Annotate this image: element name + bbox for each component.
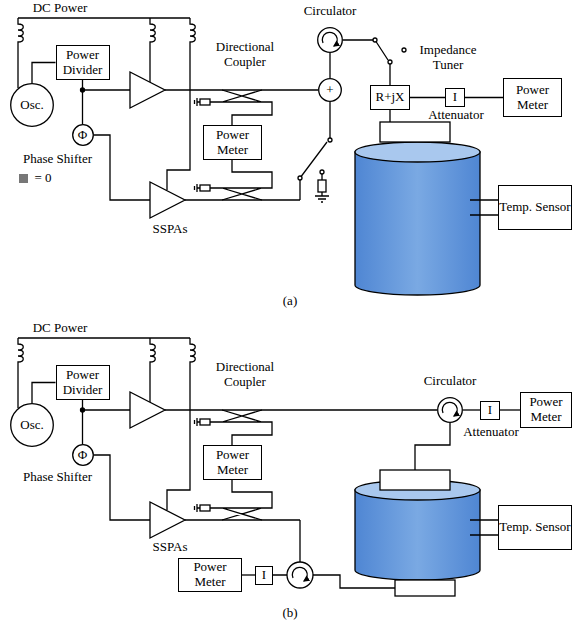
node-label: R+jX — [375, 90, 404, 105]
connector — [463, 409, 480, 410]
annotation-label: = 0 — [29, 171, 57, 186]
coupling-block — [395, 580, 455, 596]
box-node: Power Meter — [203, 125, 262, 160]
box-node: Power Meter — [203, 445, 262, 480]
switch-contact — [388, 60, 392, 64]
connector — [32, 383, 56, 404]
circle-node: Osc. — [10, 83, 54, 127]
switch-blade — [300, 142, 327, 178]
connector — [465, 97, 503, 98]
dump-resistor — [318, 180, 326, 192]
node-label: Power Divider — [57, 368, 109, 398]
dump-resistor-lead — [315, 172, 329, 202]
switch-contact — [373, 38, 377, 42]
annotation-label: DC Power — [20, 321, 100, 336]
switch-contact — [402, 48, 406, 52]
node-label: Power Meter — [204, 128, 261, 158]
connector — [500, 409, 520, 410]
box-node: R+jXImpedance Tuner — [370, 85, 410, 110]
node-label: Power Meter — [179, 560, 241, 590]
box-node: Power Meter — [178, 558, 242, 592]
node-heading: Circulator — [410, 374, 490, 389]
connector — [242, 574, 255, 575]
annotation-label: Directional Coupler — [205, 40, 285, 70]
main-line — [300, 90, 330, 200]
node-label: Power Meter — [204, 448, 261, 478]
annotation-label: Directional Coupler — [205, 360, 285, 390]
node-label: Temp. Sensor — [499, 200, 570, 215]
connector — [32, 63, 56, 84]
phase-symbol — [19, 174, 28, 183]
node-heading: Circulator — [290, 4, 370, 19]
circulator-arrow — [292, 567, 307, 581]
circulator-arrow — [442, 402, 457, 416]
node-heading: Attenuator — [424, 108, 488, 123]
node-label: Osc. — [20, 418, 43, 433]
source-chain-a — [18, 18, 300, 218]
node-label: I — [262, 568, 266, 583]
circle-node: Circulator — [437, 397, 463, 423]
connector — [410, 97, 445, 98]
circle-node: ΦPhase Shifter — [72, 444, 94, 466]
box-node: Temp. Sensor — [498, 185, 572, 230]
sensor-lead — [470, 520, 500, 535]
feed-line — [415, 423, 450, 470]
sensor-lead — [470, 200, 500, 215]
node-label: I — [488, 403, 492, 418]
node-label: + — [326, 83, 333, 98]
box-node: IAttenuator — [480, 401, 500, 420]
node-heading: Attenuator — [459, 425, 523, 440]
switch-contact — [328, 138, 332, 142]
annotation-label: (b) — [270, 606, 310, 621]
circle-outline — [317, 27, 343, 53]
circulator-symbol — [287, 562, 313, 588]
node-label: Osc. — [20, 98, 43, 113]
box-node: Power Meter — [503, 78, 562, 117]
box-node: Power Divider — [56, 45, 110, 80]
node-heading: Impedance Tuner — [413, 43, 483, 73]
node-label: Power Meter — [504, 83, 561, 113]
annotation-label: SSPAs — [140, 222, 200, 237]
circle-node: Osc. — [10, 403, 54, 447]
node-label: Power Meter — [521, 395, 571, 425]
node-label: Φ — [78, 448, 88, 463]
circle-outline — [437, 397, 463, 423]
annotation-label: DC Power — [20, 1, 100, 16]
circle-node: + — [318, 78, 342, 102]
box-node: Power Meter — [520, 392, 572, 428]
box-node: I — [255, 566, 273, 585]
switch-contact — [320, 170, 324, 174]
annotation-label: SSPAs — [140, 540, 200, 555]
box-node: Power Divider — [56, 365, 110, 400]
switch-contact — [298, 176, 302, 180]
node-label: I — [453, 90, 457, 105]
box-node: Temp. Sensor — [498, 505, 572, 550]
cavity-top — [355, 142, 480, 162]
node-label: Φ — [78, 128, 88, 143]
connector — [82, 400, 83, 444]
node-label: Temp. Sensor — [499, 520, 570, 535]
node-label: Power Divider — [57, 48, 109, 78]
source-chain-b — [18, 338, 300, 538]
box-node: IAttenuator — [445, 88, 465, 107]
cavity-body — [355, 490, 480, 580]
annotation-label: (a) — [270, 294, 310, 309]
node-heading: Phase Shifter — [10, 152, 105, 167]
coupling-block — [380, 470, 450, 490]
connector — [329, 53, 330, 78]
coupling-block — [380, 122, 450, 142]
circulator-arrow — [322, 32, 337, 46]
circle-node: ΦPhase Shifter — [72, 124, 94, 146]
node-heading: Phase Shifter — [10, 470, 105, 485]
cavity-body — [355, 152, 480, 295]
circle-node: Circulator — [317, 27, 343, 53]
connector — [82, 80, 83, 124]
